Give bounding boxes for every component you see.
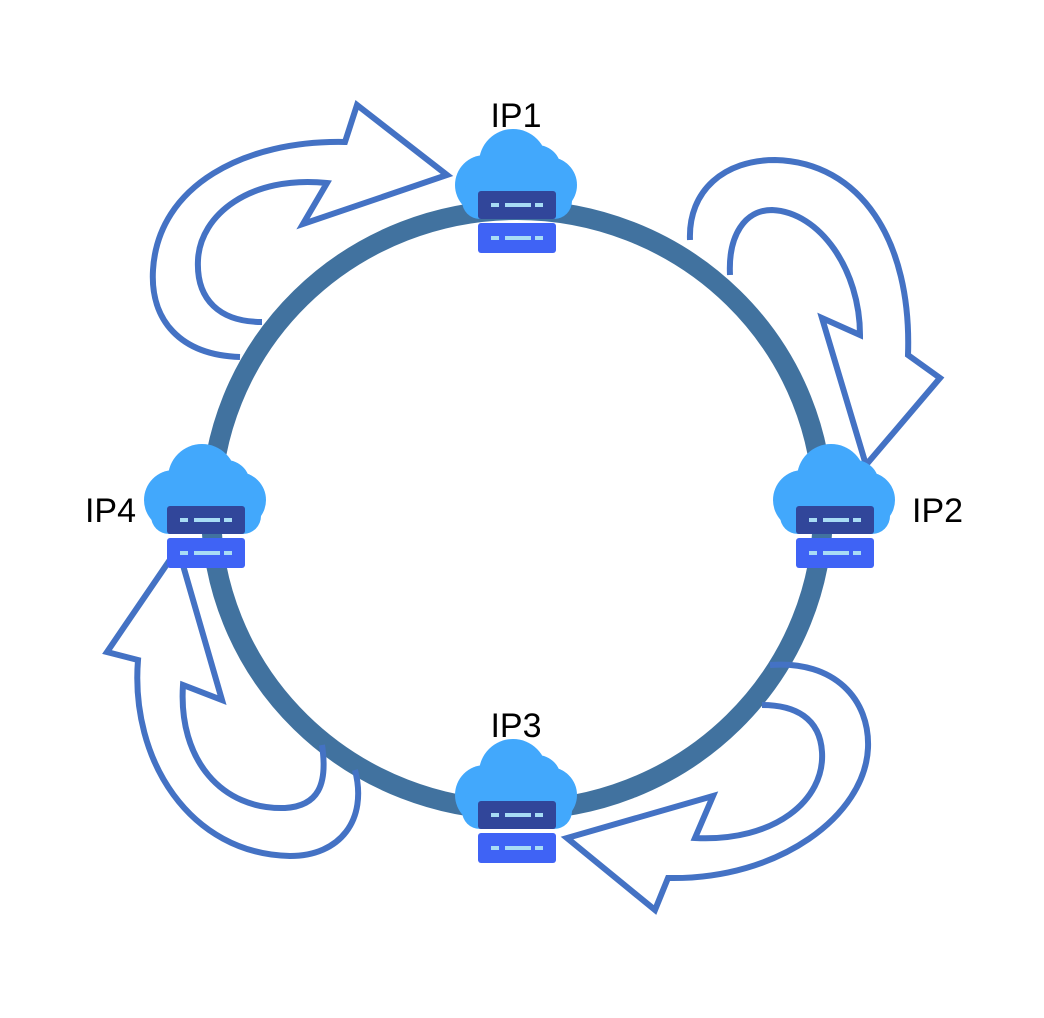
cloud-server-icon — [144, 444, 266, 568]
node-label: IP4 — [85, 492, 136, 530]
node-label: IP3 — [490, 707, 541, 745]
node-ip3: IP3 — [455, 707, 577, 863]
cloud-server-icon — [455, 739, 577, 863]
cloud-server-icon — [455, 129, 577, 253]
cloud-server-icon — [773, 444, 895, 568]
curved-arrow-icon — [149, 100, 454, 360]
curved-arrow-icon — [102, 541, 362, 860]
node-label: IP2 — [912, 492, 963, 530]
node-label: IP1 — [490, 97, 541, 135]
node-ip2: IP2 — [773, 444, 963, 568]
node-ip1: IP1 — [455, 97, 577, 253]
curved-arrow-icon — [686, 156, 945, 472]
node-ip4: IP4 — [85, 444, 266, 568]
curved-arrow-icon — [560, 661, 872, 915]
